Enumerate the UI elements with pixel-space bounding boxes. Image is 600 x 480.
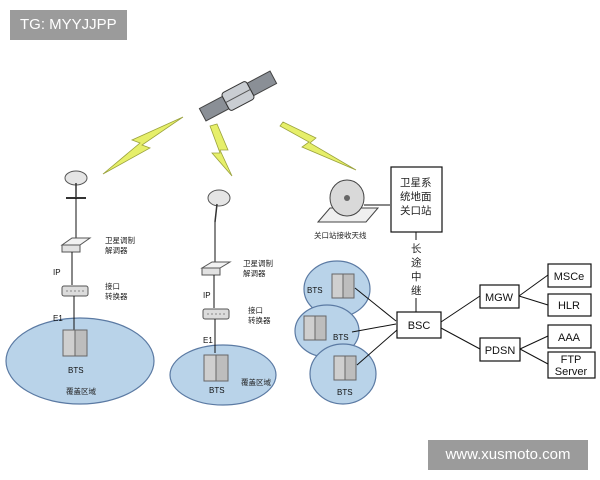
ftp-server-node [547, 351, 596, 379]
converter-label: 转换器 [105, 291, 128, 301]
gateway-antenna-label: 关口站接收天线 [314, 230, 367, 240]
aaa-label: AAA [558, 332, 581, 344]
converter-icon [61, 285, 89, 297]
converter-label: 接口 [105, 281, 120, 291]
hlr-node [547, 293, 592, 317]
bts-icon [331, 273, 355, 299]
ftp-server-label: FTP [561, 354, 582, 366]
modem-icon [200, 261, 232, 276]
lightning-bolt-icon [209, 123, 233, 177]
watermark-top: TG: MYYJJPP [10, 10, 127, 40]
converter-label: 转换器 [248, 315, 271, 325]
bsc-node [396, 311, 442, 339]
gateway-station-label: 卫星系 [400, 177, 432, 189]
modem-label: 解调器 [243, 268, 266, 278]
bts-label: BTS [209, 386, 225, 395]
relay-label: 继 [411, 284, 422, 297]
gateway-station-label: 统地面 [400, 190, 432, 203]
bts-icon [303, 315, 327, 341]
pdsn-label: PDSN [485, 345, 516, 357]
watermark-bottom: www.xusmoto.com [428, 440, 588, 470]
bts-label: BTS [333, 333, 349, 342]
dish-antenna-icon [207, 189, 231, 223]
converter-icon [202, 308, 230, 320]
modem-label: 解调器 [105, 245, 128, 255]
modem-label: 卫星调制 [243, 258, 273, 268]
dish-antenna-icon [64, 170, 88, 199]
msce-label: MSCe [554, 271, 585, 283]
relay-label: 中 [411, 270, 422, 283]
mgw-label: MGW [485, 292, 514, 304]
gateway-station-box [390, 166, 443, 233]
bts-icon [62, 329, 88, 357]
aaa-node [547, 324, 592, 349]
bts-icon [333, 355, 357, 381]
modem-label: 卫星调制 [105, 235, 135, 245]
ftp-server-label: Server [555, 366, 588, 378]
bts-icon [203, 354, 229, 382]
satellite-icon [198, 70, 278, 122]
gateway-station-label: 关口站 [400, 204, 432, 217]
coverage-area [5, 317, 155, 405]
modem-icon [60, 237, 92, 253]
hlr-label: HLR [558, 300, 580, 312]
ip-label: IP [203, 291, 211, 300]
bts-label: BTS [307, 286, 323, 295]
bts-label: BTS [68, 366, 84, 375]
e1-label: E1 [53, 314, 63, 323]
e1-label: E1 [203, 336, 213, 345]
lightning-bolt-icon [279, 121, 357, 171]
ip-label: IP [53, 268, 61, 277]
coverage-label: 覆盖区域 [66, 386, 96, 396]
coverage-label: 覆盖区域 [241, 377, 271, 387]
msce-node [547, 263, 592, 288]
relay-label: 途 [411, 256, 422, 269]
gateway-dish-icon [316, 179, 380, 223]
converter-label: 接口 [248, 305, 263, 315]
relay-label: 长 [411, 243, 422, 255]
bts-label: BTS [337, 388, 353, 397]
lightning-bolt-icon [102, 116, 184, 175]
bsc-label: BSC [408, 320, 431, 332]
